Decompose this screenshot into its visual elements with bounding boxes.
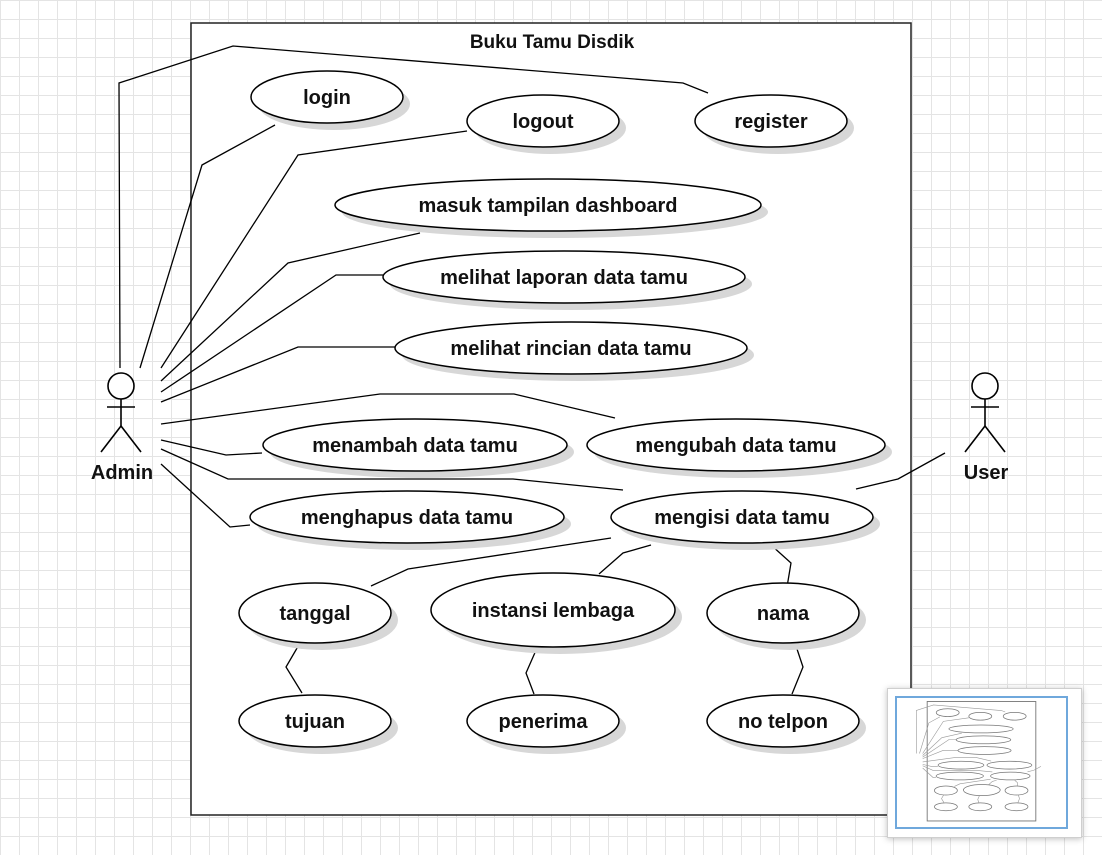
minimap[interactable] [887, 688, 1082, 838]
association-admin-logout [160, 130, 468, 369]
association-admin-menambah [160, 439, 263, 456]
use-case-label: logout [512, 111, 573, 133]
association-admin-rincian [160, 346, 395, 403]
association-user-mengisi [855, 452, 946, 490]
use-case-instansi[interactable]: instansi lembaga [430, 572, 682, 654]
association-admin-dashboard [160, 232, 421, 382]
use-case-rincian[interactable]: melihat rincian data tamu [394, 321, 754, 381]
use-case-label: login [303, 87, 351, 109]
use-case-label: menambah data tamu [312, 435, 518, 457]
use-case-ellipse [610, 490, 874, 544]
use-case-dashboard[interactable]: masuk tampilan dashboard [334, 178, 768, 238]
use-case-menghapus[interactable]: menghapus data tamu [249, 490, 571, 550]
use-case-login[interactable]: login [250, 70, 410, 130]
use-case-ellipse [238, 582, 392, 644]
association-mengisi-instansi [598, 544, 652, 575]
minimap-viewport[interactable] [895, 696, 1068, 829]
use-case-ellipse [250, 70, 404, 124]
use-case-label: register [734, 111, 808, 133]
use-case-label: tujuan [285, 711, 345, 733]
stick-figure-icon [964, 372, 1006, 453]
use-case-label: masuk tampilan dashboard [419, 195, 678, 217]
use-case-label: penerima [499, 711, 589, 733]
use-case-mengisi[interactable]: mengisi data tamu [610, 490, 880, 550]
use-case-telpon[interactable]: no telpon [706, 694, 866, 754]
association-nama-telpon [791, 642, 804, 695]
actor-label: Admin [91, 462, 153, 484]
use-case-tujuan[interactable]: tujuan [238, 694, 398, 754]
use-case-ellipse [466, 94, 620, 148]
use-case-label: mengubah data tamu [635, 435, 836, 457]
use-case-ellipse [466, 694, 620, 748]
stick-figure-icon [100, 372, 142, 453]
association-mengisi-nama [770, 544, 792, 588]
use-case-label: menghapus data tamu [301, 507, 513, 529]
use-case-ellipse [430, 572, 676, 648]
use-case-label: nama [757, 603, 810, 625]
association-admin-laporan [160, 274, 383, 393]
association-admin-login [139, 124, 276, 369]
association-admin-register [118, 45, 709, 369]
association-admin-mengisi [160, 448, 624, 491]
use-case-menambah[interactable]: menambah data tamu [262, 418, 574, 478]
actor-user[interactable]: User [964, 372, 1009, 484]
use-case-tanggal[interactable]: tanggal [238, 582, 398, 650]
use-case-ellipse [706, 694, 860, 748]
use-case-label: melihat laporan data tamu [440, 267, 688, 289]
association-lines [118, 45, 946, 695]
use-case-ellipse [238, 694, 392, 748]
system-title: Buku Tamu Disdik [470, 32, 635, 53]
use-case-label: melihat rincian data tamu [450, 338, 691, 360]
use-case-ellipse [334, 178, 762, 232]
use-case-ellipse [706, 582, 860, 644]
association-admin-mengubah [160, 393, 616, 425]
use-case-ellipse [249, 490, 565, 544]
use-case-nama[interactable]: nama [706, 582, 866, 650]
actor-label: User [964, 462, 1009, 484]
use-cases: login logout register masuk tampilan dashbo… [238, 70, 892, 754]
association-tanggal-tujuan [285, 642, 303, 694]
use-case-penerima[interactable]: penerima [466, 694, 626, 754]
use-case-ellipse [586, 418, 886, 472]
use-case-label: tanggal [279, 603, 350, 625]
use-case-mengubah[interactable]: mengubah data tamu [586, 418, 892, 478]
use-case-label: instansi lembaga [472, 600, 635, 622]
system-boundary [190, 22, 912, 816]
association-instansi-penerima [525, 647, 538, 695]
use-case-register[interactable]: register [694, 94, 854, 154]
use-case-label: mengisi data tamu [654, 507, 830, 529]
use-case-ellipse [694, 94, 848, 148]
use-case-logout[interactable]: logout [466, 94, 626, 154]
use-case-label: no telpon [738, 711, 828, 733]
use-case-ellipse [394, 321, 748, 375]
association-admin-menghapus [160, 463, 251, 528]
association-mengisi-tanggal [370, 537, 612, 587]
use-case-laporan[interactable]: melihat laporan data tamu [382, 250, 752, 310]
minimap-preview [916, 701, 1042, 822]
use-case-ellipse [262, 418, 568, 472]
actor-admin[interactable]: Admin [91, 372, 153, 484]
actors: Admin User [91, 372, 1009, 484]
use-case-ellipse [382, 250, 746, 304]
